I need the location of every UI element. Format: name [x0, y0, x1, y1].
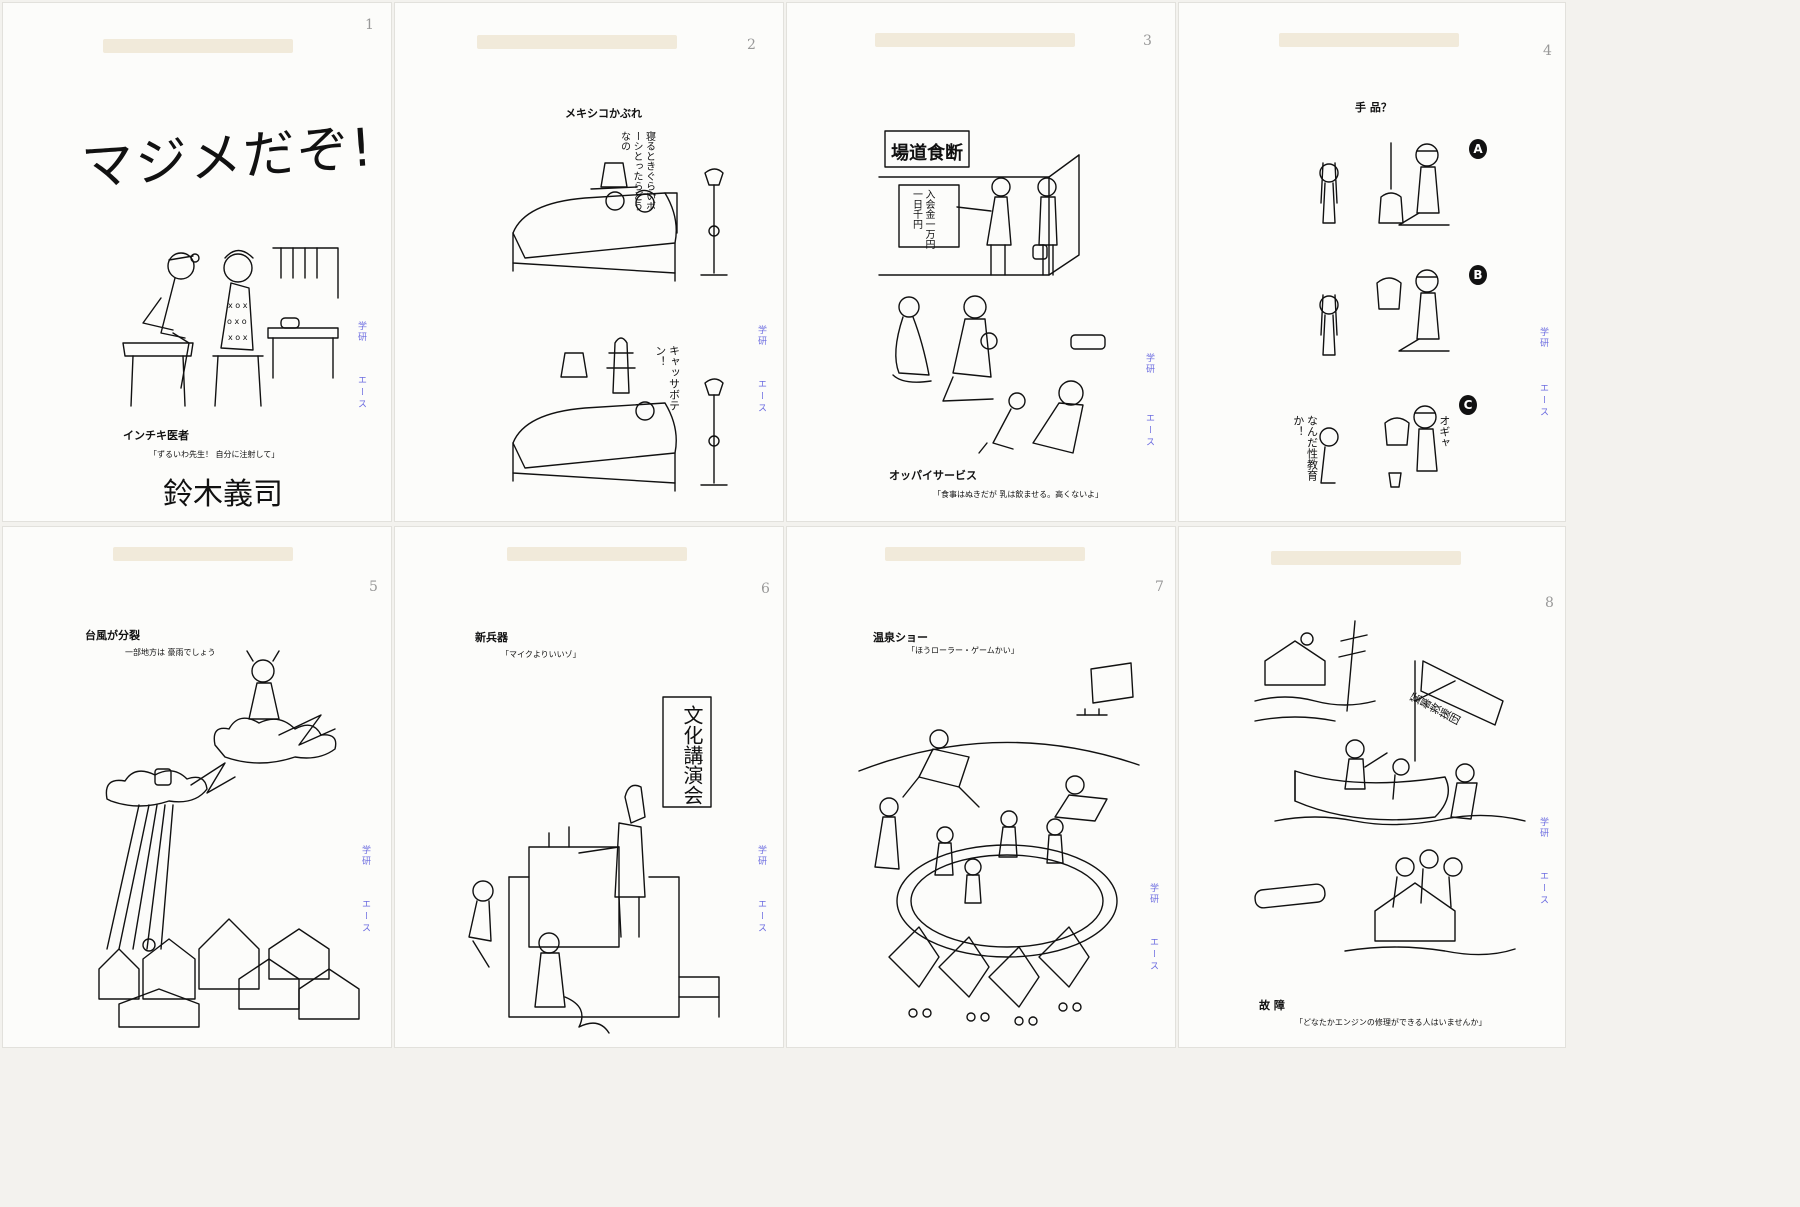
illustration-lecture-stage [468, 696, 720, 1034]
series-title: マジメだぞ! [79, 117, 376, 199]
page-number: 1 [365, 17, 374, 33]
lecture-banner: 文化講演会 [680, 705, 704, 805]
ace-stamp: エース [360, 899, 370, 935]
tape-strip [1271, 551, 1461, 565]
illustration-diet-clinic [878, 130, 1080, 276]
ace-stamp: エース [1538, 383, 1548, 419]
sheet-page-6: 6 新兵器 「マイクよりいいゾ」 文化講演会 学研 エース [394, 526, 784, 1048]
cartoon-title: メキシコかぶれ [565, 107, 642, 120]
sheet-page-4: 4 手 品？ A B C なんだ性教育か！ オギャ 学研 エース [1178, 2, 1566, 522]
ace-stamp: エース [1148, 937, 1158, 973]
ace-stamp: エース [1144, 413, 1154, 449]
author-signature: 鈴木義司 [163, 477, 283, 512]
cartoon-title: オッパイサービス [889, 469, 977, 482]
page-number: 2 [747, 37, 756, 53]
gakken-stamp: 学研 [756, 845, 766, 867]
cartoon-caption: 「どなたかエンジンの修理ができる人はいませんか」 [1295, 1018, 1487, 1027]
gakken-stamp: 学研 [756, 325, 766, 347]
gakken-stamp: 学研 [1144, 353, 1154, 375]
cartoon-title: 故 障 [1259, 999, 1285, 1012]
sheet-page-5: 5 台風が分裂 一部地方は 豪雨でしょう 学研 エース [2, 526, 392, 1048]
ace-stamp: エース [756, 899, 766, 935]
tape-strip [875, 33, 1075, 47]
illustration-typhoon [98, 650, 360, 1028]
sheet-page-8: 8 猛暑救援団 故 障 「どなたかエンジンの修理ができる人はいませんか」 学研 … [1178, 526, 1566, 1048]
illustration-bed-bottom [512, 337, 728, 492]
page-number: 4 [1543, 43, 1552, 59]
svg-text:o x o: o x o [227, 317, 247, 326]
cartoon-caption: 「ほうローラー・ゲームかい」 [907, 646, 1019, 655]
cartoon-caption: 「ずるいわ先生！ 自分に注射して」 [149, 450, 280, 459]
gakken-stamp: 学研 [1538, 327, 1548, 349]
page-number: 3 [1143, 33, 1152, 49]
speech-bubble-1: 寝るときぐらいボーシとったらどうなの [618, 131, 655, 211]
page-number: 5 [369, 579, 378, 595]
sheet-page-1: 1 マジメだぞ! x o x o x o x o x インチキ医者 「ずるいわ先生！… [2, 2, 392, 522]
cartoon-title: 温泉ショー [873, 631, 928, 644]
tape-strip [885, 547, 1085, 561]
tape-strip [113, 547, 293, 561]
illustration-bed-top [512, 162, 728, 282]
page-number: 7 [1155, 579, 1164, 595]
cartoon-title: 台風が分裂 [85, 629, 140, 642]
gakken-stamp: 学研 [1538, 817, 1548, 839]
tape-strip [1279, 33, 1459, 47]
cartoon-caption: 一部地方は 豪雨でしょう [125, 648, 216, 657]
illustration-magic-trick [1319, 142, 1450, 488]
illustration-nursing [892, 295, 1106, 454]
step-badge-a: A [1469, 139, 1487, 159]
cartoon-title: 手 品？ [1355, 101, 1392, 114]
illustration-doctor: x o x o x o x o x [122, 247, 339, 407]
clinic-notice: 入会金一万円 一日千円 [910, 189, 935, 249]
tape-strip [477, 35, 677, 49]
sheet-page-7: 7 温泉ショー 「ほうローラー・ゲームかい」 学研 エース [786, 526, 1176, 1048]
cartoon-title: インチキ医者 [123, 429, 189, 442]
page-number: 8 [1545, 595, 1554, 611]
tape-strip [103, 39, 293, 53]
gakken-stamp: 学研 [360, 845, 370, 867]
ace-stamp: エース [356, 375, 366, 411]
sheet-page-3: 3 場道食断 入会金一万円 一日千円 オッパイサービス 「食事はぬきだが 乳は飲… [786, 2, 1176, 522]
gakken-stamp: 学研 [1148, 883, 1158, 905]
page-number: 6 [761, 581, 770, 597]
step-badge-c: C [1459, 395, 1477, 415]
speech-bubble-left: なんだ性教育か！ [1291, 415, 1319, 481]
cartoon-title: 新兵器 [475, 631, 508, 644]
gakken-stamp: 学研 [356, 321, 366, 343]
tape-strip [507, 547, 687, 561]
illustration-hot-spring [858, 662, 1140, 1026]
svg-text:x o x: x o x [228, 301, 248, 310]
speech-bubble-2: キャッサボテン！ [653, 345, 681, 411]
illustration-flood-rescue [1254, 620, 1526, 956]
cartoon-caption: 「食事はぬきだが 乳は飲ませる。高くないよ」 [933, 490, 1103, 499]
svg-text:x o x: x o x [228, 333, 248, 342]
ace-stamp: エース [756, 379, 766, 415]
cartoon-caption: 「マイクよりいいゾ」 [501, 650, 581, 659]
step-badge-b: B [1469, 265, 1487, 285]
ace-stamp: エース [1538, 871, 1548, 907]
speech-bubble-right: オギャ [1437, 415, 1451, 448]
clinic-sign: 場道食断 [891, 143, 963, 164]
sheet-page-2: 2 メキシコかぶれ 寝るときぐらいボーシとったらどうなの キャッサボテン！ 学研… [394, 2, 784, 522]
